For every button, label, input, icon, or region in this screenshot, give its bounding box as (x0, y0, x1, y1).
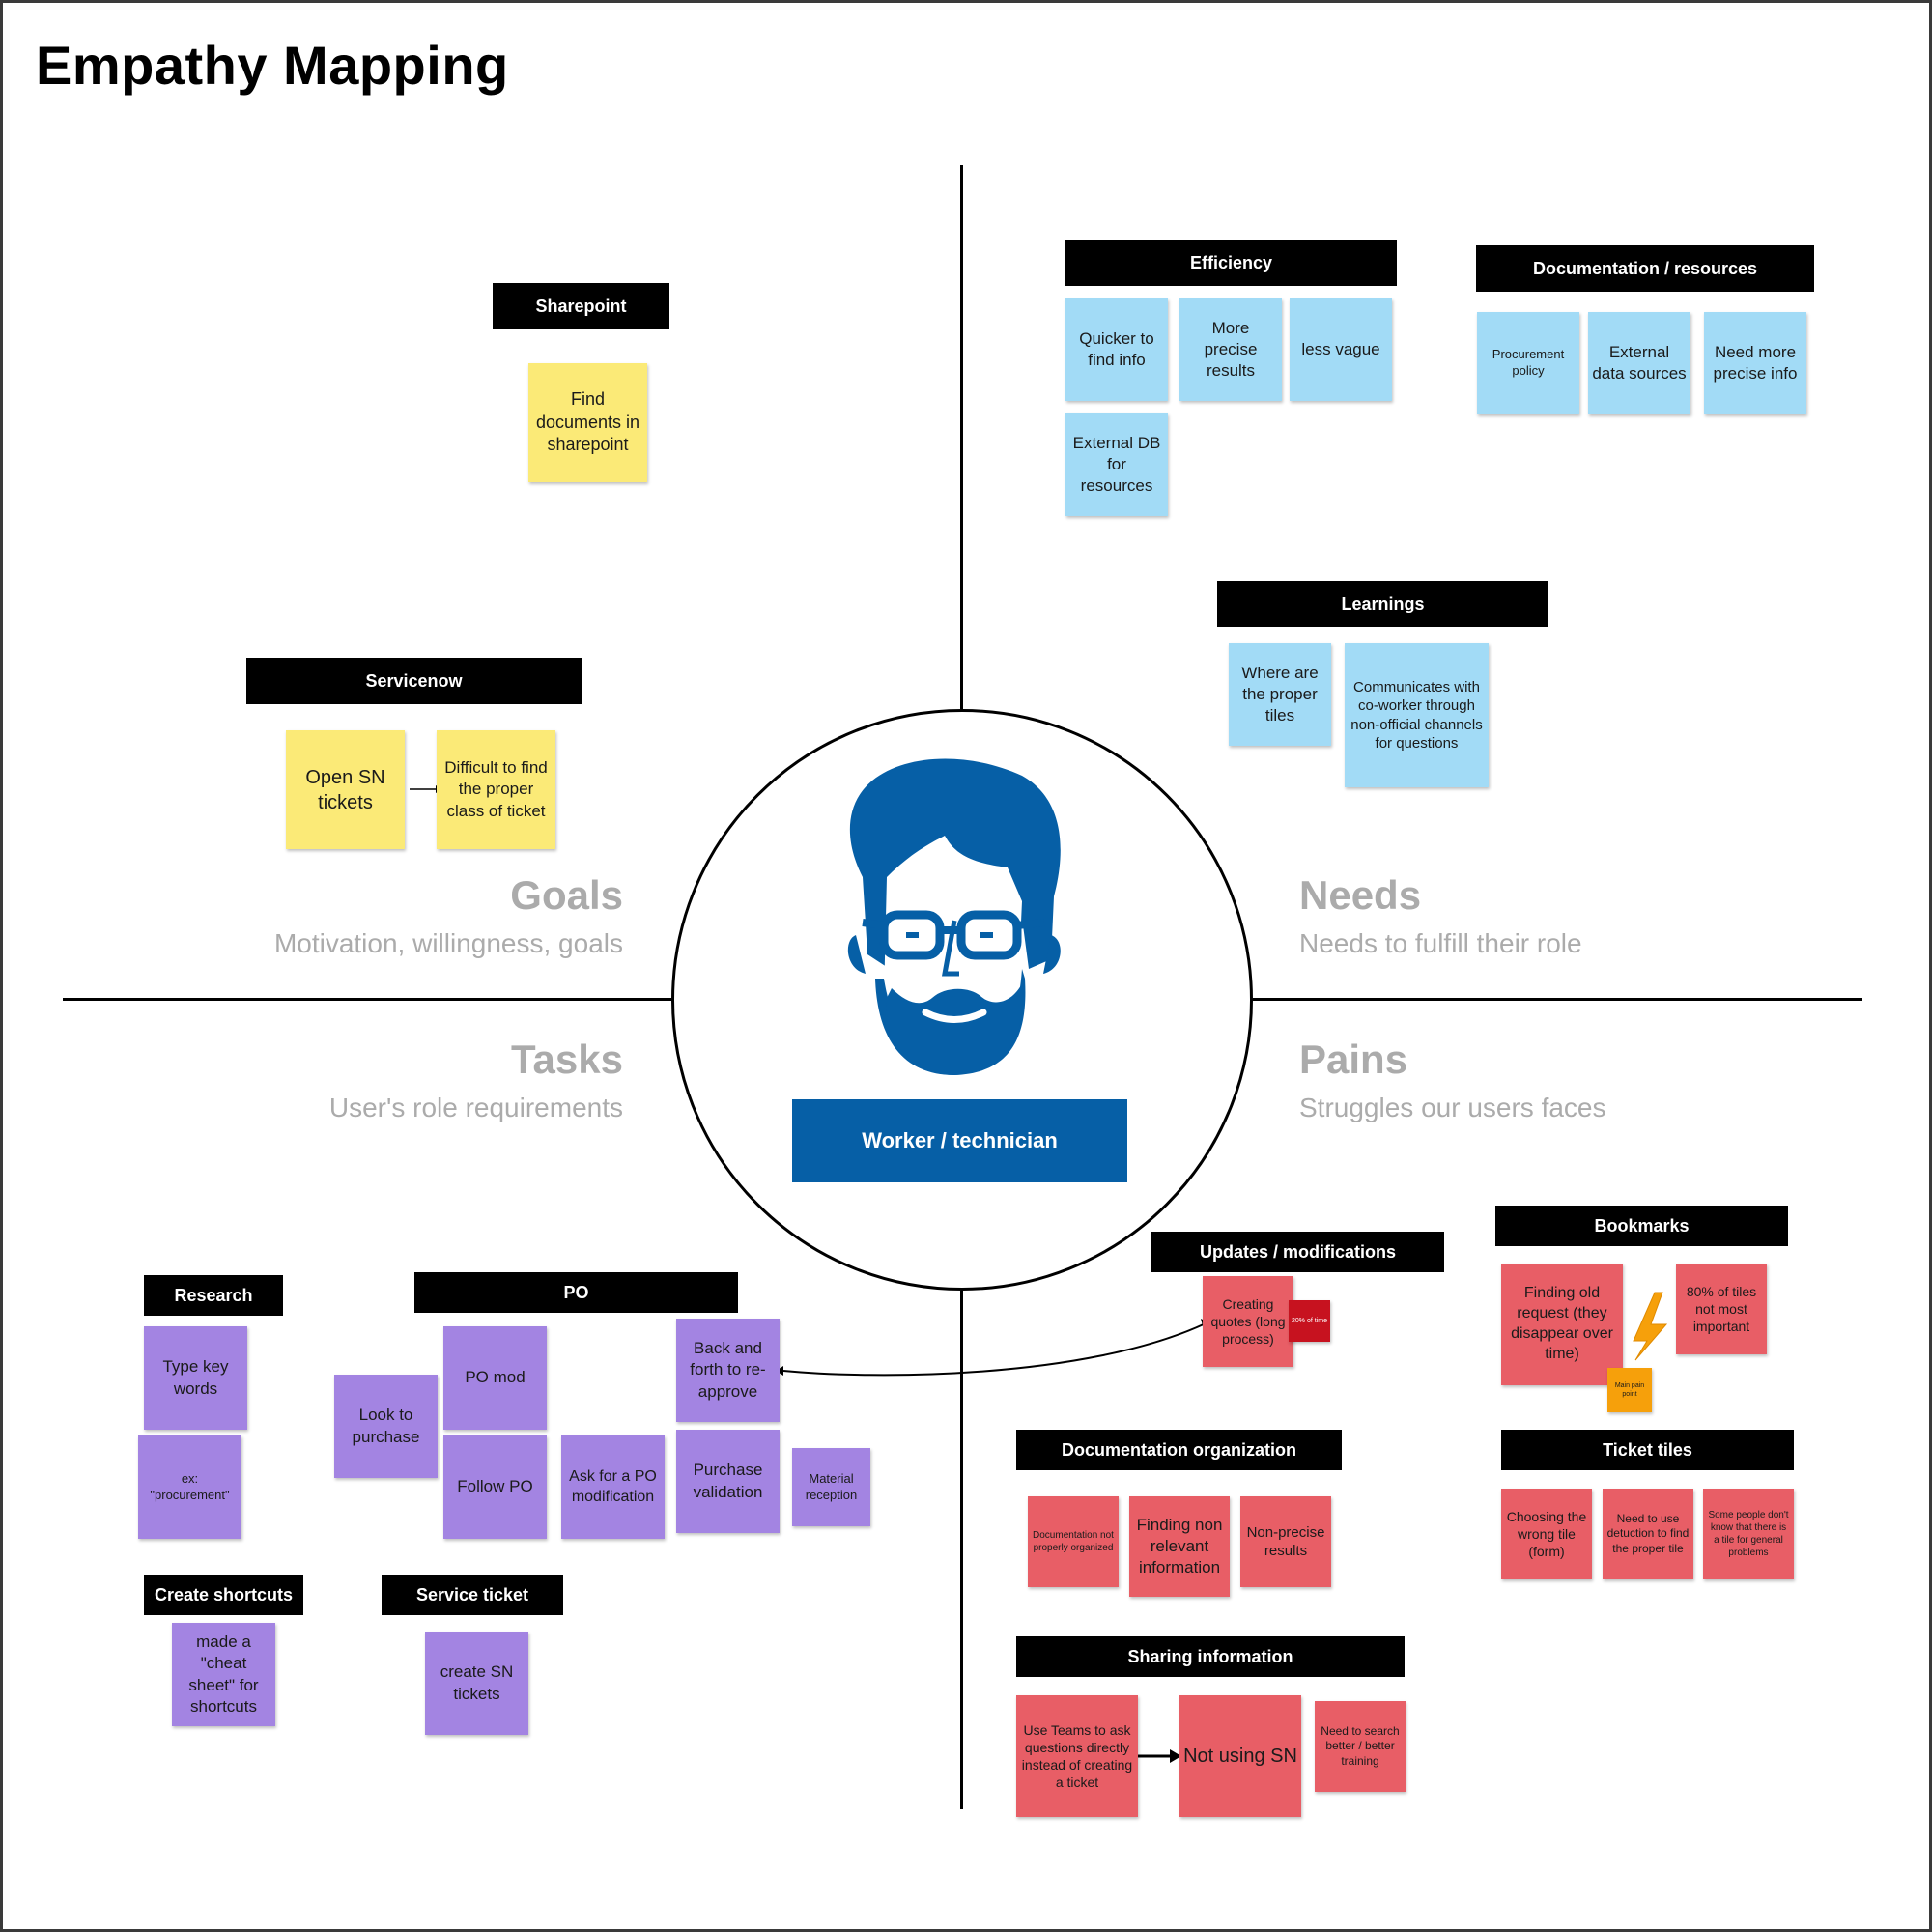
sticky-note[interactable]: Difficult to find the proper class of ti… (437, 730, 555, 849)
sticky-note[interactable]: External DB for resources (1065, 413, 1168, 516)
sticky-note[interactable]: Quicker to find info (1065, 298, 1168, 401)
sticky-note[interactable]: Need to use detuction to find the proper… (1603, 1489, 1693, 1579)
sticky-note[interactable]: ex: "procurement" (138, 1435, 242, 1539)
tasks-title: Tasks (511, 1037, 623, 1082)
vertical-divider-top (960, 165, 963, 709)
sticky-note[interactable]: Back and forth to re-approve (676, 1319, 780, 1422)
updates-modifications-header: Updates / modifications (1151, 1232, 1444, 1272)
research-header: Research (144, 1275, 283, 1316)
page-title: Empathy Mapping (36, 35, 509, 96)
ticket-tiles-header: Ticket tiles (1501, 1430, 1794, 1470)
sticky-note[interactable]: Follow PO (443, 1435, 547, 1539)
empathy-map-board: Empathy Mapping (3, 3, 1929, 1929)
service-ticket-header: Service ticket (382, 1575, 563, 1615)
sticky-note[interactable]: PO mod (443, 1326, 547, 1430)
sticky-note[interactable]: Documentation not properly organized (1028, 1496, 1119, 1587)
documentation-organization-header: Documentation organization (1016, 1430, 1342, 1470)
sticky-note[interactable]: Use Teams to ask questions directly inst… (1016, 1695, 1138, 1817)
sticky-note[interactable]: Open SN tickets (286, 730, 405, 849)
sticky-note[interactable]: Choosing the wrong tile (form) (1501, 1489, 1592, 1579)
sharing-information-header: Sharing information (1016, 1636, 1405, 1677)
sticky-note[interactable]: Need more precise info (1704, 312, 1806, 414)
arrow-teams-to-not-using-sn (1138, 1749, 1181, 1763)
tasks-subtitle: User's role requirements (328, 1093, 623, 1122)
servicenow-header: Servicenow (246, 658, 582, 704)
goals-title: Goals (510, 872, 623, 918)
sticky-note[interactable]: Need to search better / better training (1315, 1701, 1406, 1792)
lightning-icon (1633, 1292, 1668, 1361)
documentation-resources-header: Documentation / resources (1476, 245, 1814, 292)
sticky-note[interactable]: 80% of tiles not most important (1676, 1264, 1767, 1354)
sticky-note[interactable]: Procurement policy (1477, 312, 1579, 414)
sticky-note[interactable]: less vague (1290, 298, 1392, 401)
sticky-note[interactable]: Some people don't know that there is a t… (1703, 1489, 1794, 1579)
sticky-note[interactable]: Communicates with co-worker through non-… (1345, 643, 1489, 787)
sticky-note[interactable]: External data sources (1588, 312, 1690, 414)
vertical-divider-bottom (960, 1291, 963, 1809)
sticky-note[interactable]: Look to purchase (334, 1375, 438, 1478)
sticky-note-small[interactable]: 20% of time (1289, 1300, 1330, 1342)
bearded-man-with-glasses-icon (847, 758, 1061, 1078)
sticky-note[interactable]: Where are the proper tiles (1229, 643, 1331, 746)
sticky-note[interactable]: More precise results (1179, 298, 1282, 401)
bookmarks-header: Bookmarks (1495, 1206, 1788, 1246)
horizontal-divider-right (1253, 998, 1862, 1001)
learnings-header: Learnings (1217, 581, 1548, 627)
horizontal-divider-left (63, 998, 671, 1001)
sticky-note[interactable]: create SN tickets (425, 1632, 528, 1735)
sticky-note[interactable]: made a "cheat sheet" for shortcuts (172, 1623, 275, 1726)
sticky-note[interactable]: Finding non relevant information (1129, 1496, 1230, 1597)
sticky-note[interactable]: Not using SN (1179, 1695, 1301, 1817)
sticky-note-small[interactable]: Main pain point (1607, 1368, 1652, 1412)
needs-title: Needs (1299, 872, 1422, 918)
pains-subtitle: Struggles our users faces (1299, 1093, 1606, 1122)
needs-subtitle: Needs to fulfill their role (1299, 928, 1582, 958)
arrow-quotes-to-reapprove (776, 1319, 1208, 1377)
sticky-note[interactable]: Finding old request (they disappear over… (1501, 1264, 1623, 1385)
sharepoint-header: Sharepoint (493, 283, 669, 329)
sticky-note[interactable]: Type key words (144, 1326, 247, 1430)
sticky-note[interactable]: Purchase validation (676, 1430, 780, 1533)
po-header: PO (414, 1272, 738, 1313)
sticky-note[interactable]: Creating quotes (long process) (1203, 1276, 1293, 1367)
efficiency-header: Efficiency (1065, 240, 1397, 286)
persona-label: Worker / technician (792, 1099, 1127, 1182)
create-shortcuts-header: Create shortcuts (144, 1575, 303, 1615)
sticky-note[interactable]: Non-precise results (1240, 1496, 1331, 1587)
sticky-note[interactable]: Ask for a PO modification (561, 1435, 665, 1539)
sticky-note[interactable]: Find documents in sharepoint (528, 363, 647, 482)
connectors-layer (410, 758, 1668, 1763)
pains-title: Pains (1299, 1037, 1408, 1082)
sticky-note[interactable]: Material reception (792, 1448, 870, 1526)
goals-subtitle: Motivation, willingness, goals (273, 928, 623, 958)
